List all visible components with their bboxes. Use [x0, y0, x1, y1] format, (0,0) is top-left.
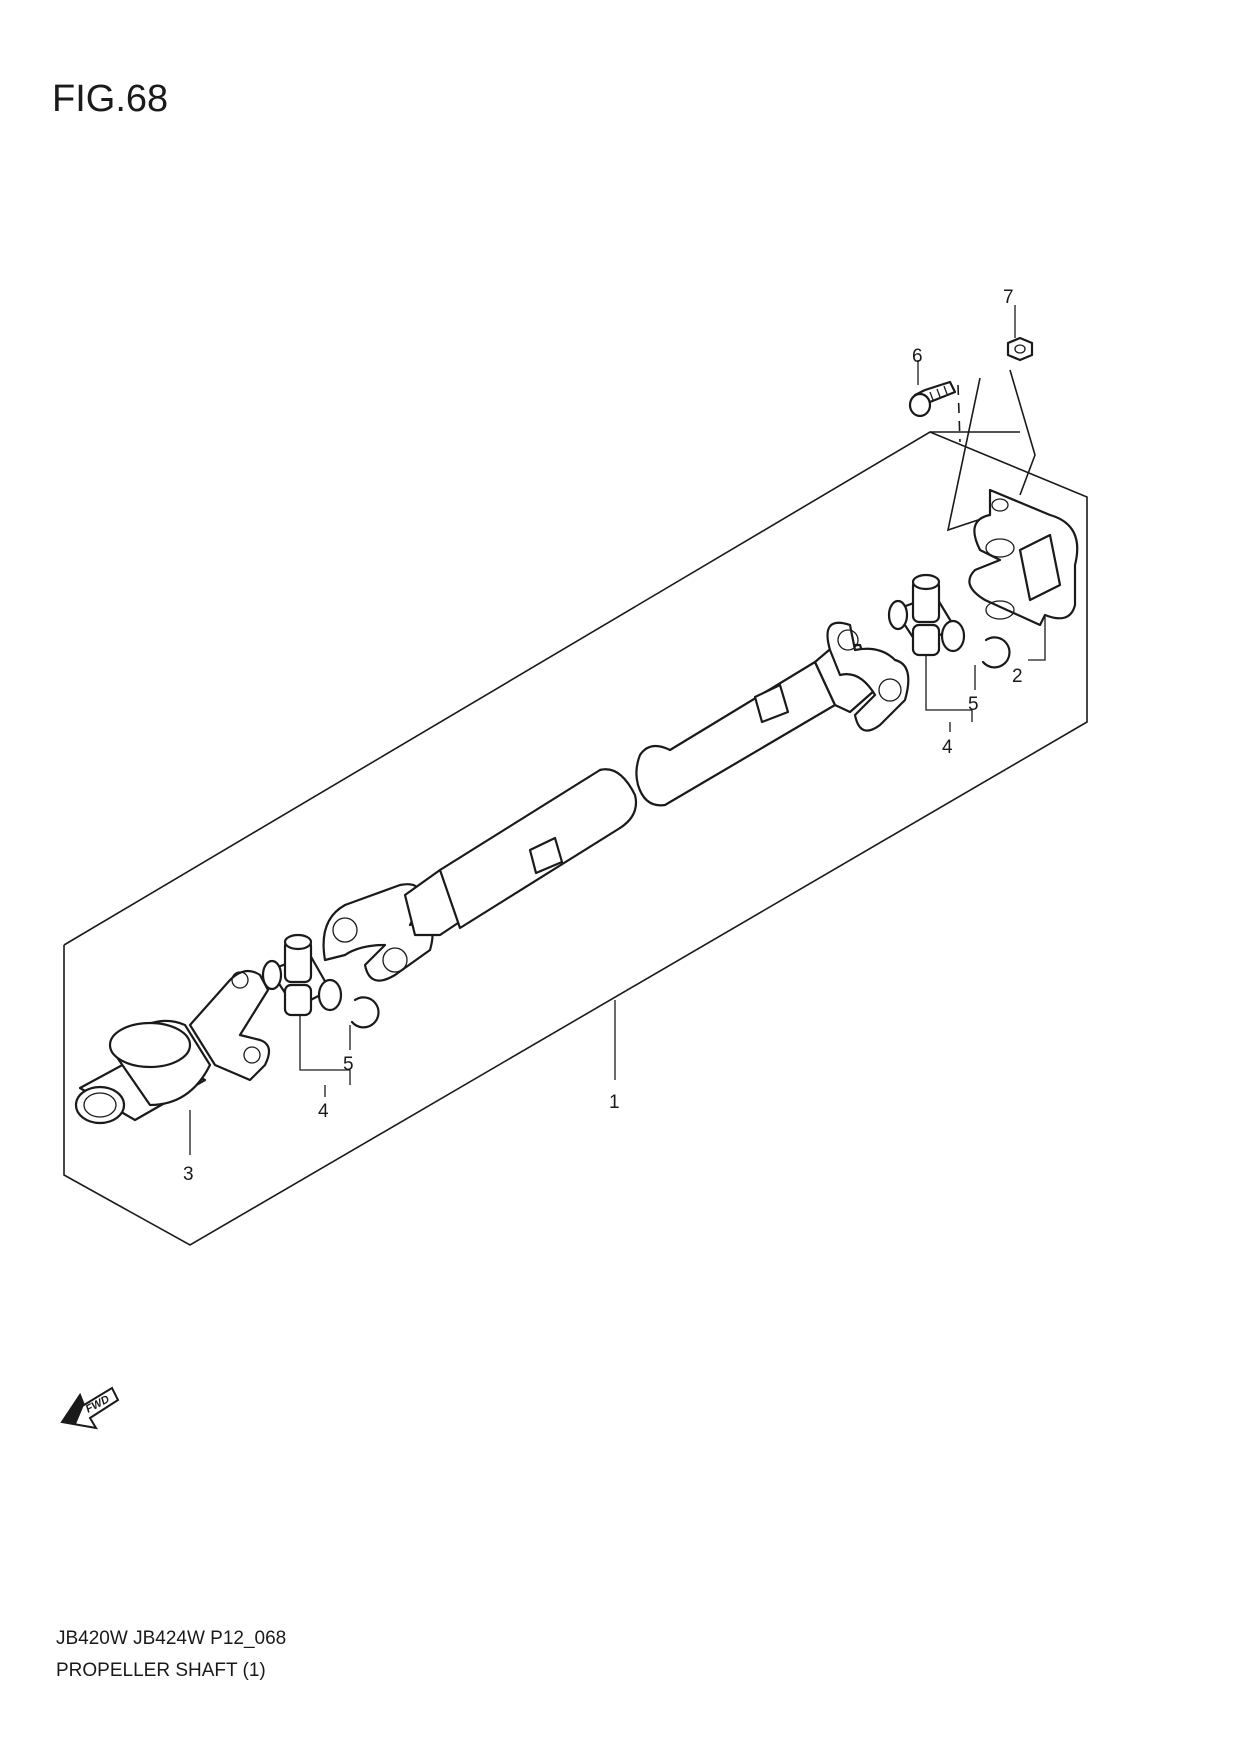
part-6-bolt[interactable]	[908, 380, 957, 418]
callout-1: 1	[609, 1092, 620, 1113]
leader-lines	[189, 305, 1046, 1155]
fwd-arrow-icon: FWD	[60, 1386, 120, 1430]
part-2-flange-yoke[interactable]	[968, 488, 1079, 627]
part-7-nut[interactable]	[1006, 336, 1034, 362]
callout-2: 2	[1012, 666, 1023, 687]
part-5-snap-ring-left[interactable]	[350, 996, 380, 1029]
part-4-spider-right[interactable]	[887, 573, 966, 657]
model-code: JB420W JB424W P12_068	[56, 1628, 287, 1649]
part-5-snap-ring-right[interactable]	[981, 636, 1011, 669]
callout-5-right: 5	[968, 694, 979, 715]
part-4-spider-left[interactable]	[261, 933, 343, 1017]
part-1-propeller-shaft[interactable]	[322, 621, 910, 982]
callout-5-left: 5	[343, 1054, 354, 1075]
callout-4-right: 4	[942, 737, 953, 758]
part-3-slip-yoke[interactable]	[74, 969, 271, 1125]
callout-6: 6	[912, 346, 923, 367]
callout-7: 7	[1003, 287, 1014, 308]
assembly-guide-lines	[946, 369, 1036, 532]
section-name: PROPELLER SHAFT (1)	[56, 1660, 266, 1681]
callout-3: 3	[183, 1164, 194, 1185]
assembly-bounding-box	[63, 431, 1088, 1246]
figure-title: FIG.68	[52, 78, 169, 120]
callout-4-left: 4	[318, 1101, 329, 1122]
